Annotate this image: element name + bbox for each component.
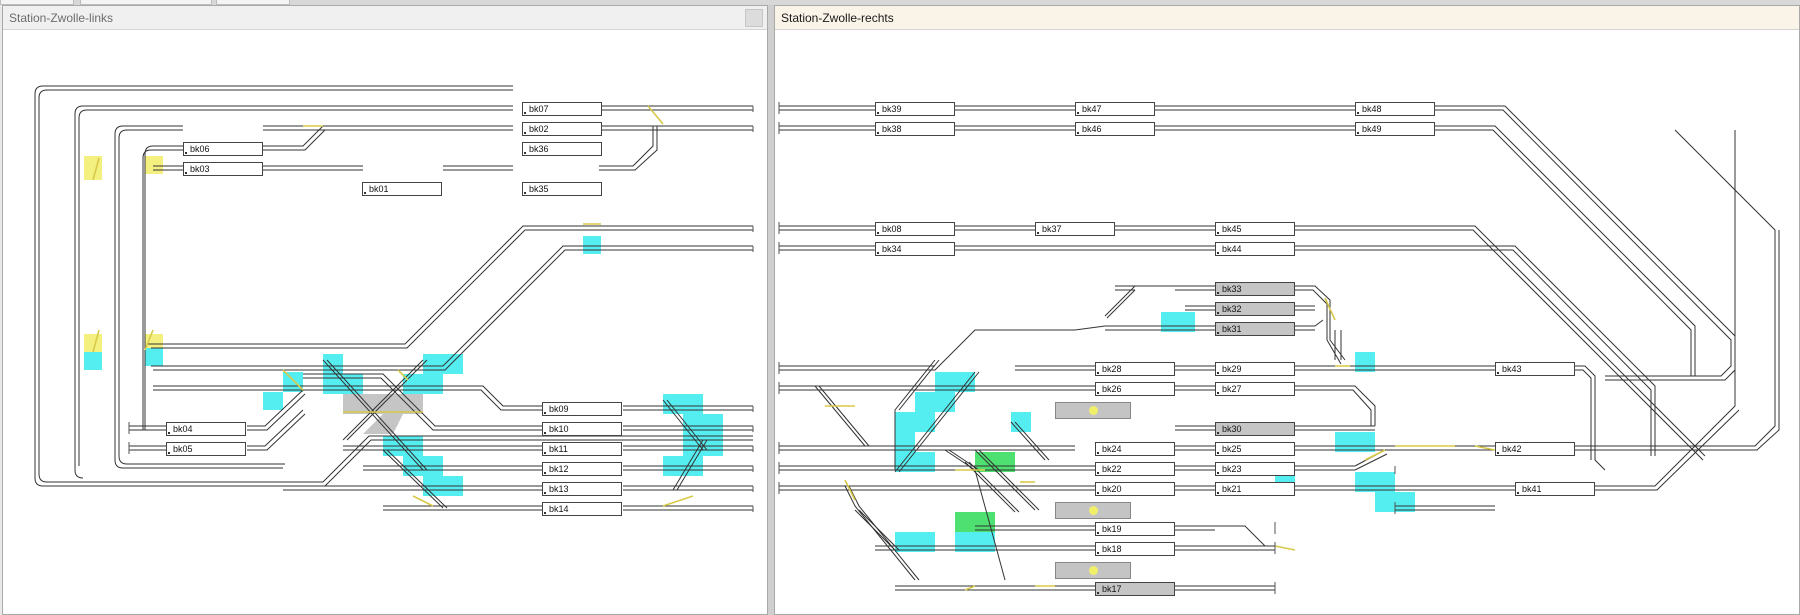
block-bk10[interactable]: bk10	[542, 422, 622, 436]
block-bk12[interactable]: bk12	[542, 462, 622, 476]
switch-highlight	[403, 374, 443, 394]
block-bk17[interactable]: bk17	[1095, 582, 1175, 596]
block-bk27[interactable]: bk27	[1215, 382, 1295, 396]
station-platform[interactable]	[1055, 402, 1131, 419]
switch-highlight	[895, 532, 935, 552]
block-bk24[interactable]: bk24	[1095, 442, 1175, 456]
block-bk47[interactable]: bk47	[1075, 102, 1155, 116]
station-platform[interactable]	[1055, 562, 1131, 579]
block-bk35[interactable]: bk35	[522, 182, 602, 196]
block-bk45[interactable]: bk45	[1215, 222, 1295, 236]
block-bk33[interactable]: bk33	[1215, 282, 1295, 296]
block-bk30[interactable]: bk30	[1215, 422, 1295, 436]
station-platform[interactable]	[1055, 502, 1131, 519]
block-bk43[interactable]: bk43	[1495, 362, 1575, 376]
panel-right-title: Station-Zwolle-rechts	[781, 11, 894, 25]
yellow-route-left	[92, 105, 694, 507]
signal-highlight	[145, 334, 163, 348]
switch-highlight	[323, 354, 343, 374]
tab-2[interactable]	[80, 0, 212, 5]
block-bk08[interactable]: bk08	[875, 222, 955, 236]
block-bk09[interactable]: bk09	[542, 402, 622, 416]
switch-highlight	[423, 354, 463, 374]
block-bk13[interactable]: bk13	[542, 482, 622, 496]
switch-highlight	[1355, 472, 1395, 492]
block-bk32[interactable]: bk32	[1215, 302, 1295, 316]
tracks-left	[34, 85, 753, 511]
block-bk05[interactable]: bk05	[166, 442, 246, 456]
panel-splitter[interactable]	[768, 5, 774, 615]
switch-highlight	[895, 452, 935, 472]
panel-right-titlebar: Station-Zwolle-rechts	[775, 6, 1799, 30]
block-bk01[interactable]: bk01	[362, 182, 442, 196]
tracks-right	[779, 105, 1780, 591]
block-bk28[interactable]: bk28	[1095, 362, 1175, 376]
switch-highlight	[915, 392, 955, 412]
block-bk49[interactable]: bk49	[1355, 122, 1435, 136]
maximize-button[interactable]	[745, 9, 763, 27]
track-plan-right	[778, 102, 1780, 594]
block-bk11[interactable]: bk11	[542, 442, 622, 456]
block-bk44[interactable]: bk44	[1215, 242, 1295, 256]
switch-highlight	[145, 348, 163, 366]
block-bk20[interactable]: bk20	[1095, 482, 1175, 496]
switch-highlight	[1335, 432, 1375, 452]
tab-3[interactable]	[216, 0, 290, 5]
switch-highlight	[583, 236, 601, 254]
panel-left-titlebar: Station-Zwolle-links	[3, 6, 767, 30]
panel-station-zwolle-links: Station-Zwolle-links	[2, 5, 768, 615]
block-bk07[interactable]: bk07	[522, 102, 602, 116]
block-bk29[interactable]: bk29	[1215, 362, 1295, 376]
switch-highlight	[895, 432, 915, 452]
block-bk19[interactable]: bk19	[1095, 522, 1175, 536]
track-end-markers-right	[778, 102, 1396, 594]
block-bk31[interactable]: bk31	[1215, 322, 1295, 336]
switch-highlight	[663, 394, 703, 414]
block-bk38[interactable]: bk38	[875, 122, 955, 136]
switch-highlight	[1355, 352, 1375, 372]
switch-highlight-green	[955, 512, 995, 532]
switch-highlight	[895, 412, 935, 432]
block-bk02[interactable]: bk02	[522, 122, 602, 136]
switch-highlight	[955, 532, 995, 552]
yellow-route-right	[825, 297, 1496, 591]
block-bk03[interactable]: bk03	[183, 162, 263, 176]
switch-highlight	[935, 372, 975, 392]
signal-highlight	[145, 156, 163, 174]
switch-highlight	[1175, 312, 1195, 332]
switch-highlight	[683, 414, 723, 434]
block-bk36[interactable]: bk36	[522, 142, 602, 156]
block-bk46[interactable]: bk46	[1075, 122, 1155, 136]
block-bk21[interactable]: bk21	[1215, 482, 1295, 496]
block-bk25[interactable]: bk25	[1215, 442, 1295, 456]
switch-highlight	[283, 372, 303, 392]
block-bk48[interactable]: bk48	[1355, 102, 1435, 116]
block-bk23[interactable]: bk23	[1215, 462, 1295, 476]
block-bk18[interactable]: bk18	[1095, 542, 1175, 556]
block-bk04[interactable]: bk04	[166, 422, 246, 436]
top-tab-strip	[0, 0, 1800, 5]
panel-station-zwolle-rechts: Station-Zwolle-rechts	[774, 5, 1800, 615]
block-bk06[interactable]: bk06	[183, 142, 263, 156]
block-bk37[interactable]: bk37	[1035, 222, 1115, 236]
switch-highlight	[263, 392, 283, 410]
block-bk22[interactable]: bk22	[1095, 462, 1175, 476]
block-bk41[interactable]: bk41	[1515, 482, 1595, 496]
track-plan-left	[34, 85, 754, 512]
highlights-right	[895, 312, 1415, 552]
switch-highlight-green	[975, 452, 1015, 472]
block-bk14[interactable]: bk14	[542, 502, 622, 516]
block-bk42[interactable]: bk42	[1495, 442, 1575, 456]
tab-1[interactable]	[0, 0, 74, 5]
track-end-markers-left	[128, 106, 754, 512]
panel-left-title: Station-Zwolle-links	[9, 11, 114, 25]
block-bk39[interactable]: bk39	[875, 102, 955, 116]
block-bk34[interactable]: bk34	[875, 242, 955, 256]
block-bk26[interactable]: bk26	[1095, 382, 1175, 396]
switch-highlight	[84, 352, 102, 370]
